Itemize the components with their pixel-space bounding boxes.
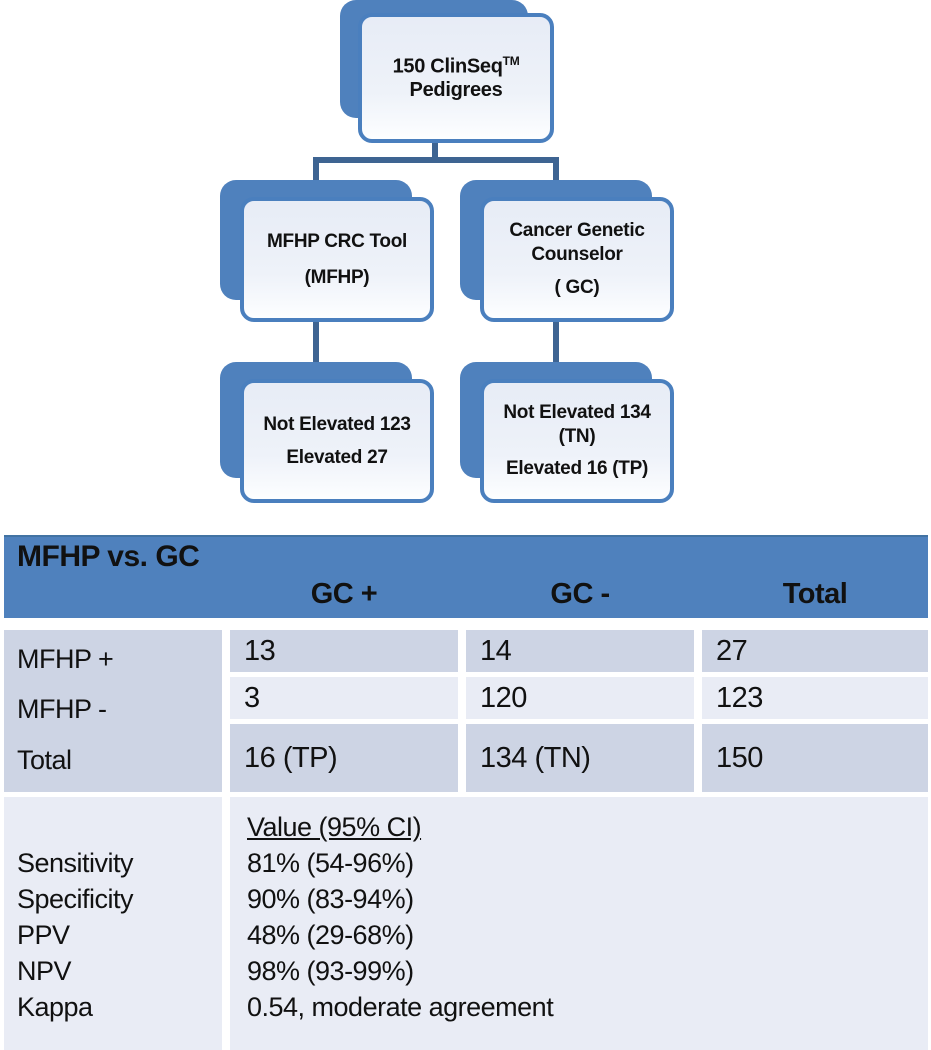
gc-node: Cancer Genetic Counselor ( GC)	[480, 197, 674, 322]
row-label-mfhp-plus: MFHP +	[17, 644, 114, 674]
root-node: 150 ClinSeqTM Pedigrees	[358, 13, 554, 143]
connector-root-stem	[432, 142, 438, 162]
gc-result-node: Not Elevated 134 (TN) Elevated 16 (TP)	[480, 379, 674, 503]
row-label-total: Total	[17, 745, 72, 775]
column-header-total: Total	[782, 578, 848, 610]
table-header-band: MFHP vs. GC	[4, 535, 928, 618]
trademark-superscript: TM	[502, 54, 520, 69]
cell-total-gc-plus: 16 (TP)	[230, 724, 458, 792]
stats-value-header: Value (95% CI)	[247, 812, 422, 842]
stat-label-ppv: PPV	[17, 920, 70, 950]
stat-value-specificity: 90% (83-94%)	[247, 884, 414, 914]
stat-label-specificity: Specificity	[17, 884, 134, 914]
cell-total-total: 150	[702, 724, 928, 792]
stats-label-column: Sensitivity Specificity PPV NPV Kappa	[4, 797, 222, 1050]
cell-mfhp-minus-total: 123	[702, 677, 928, 719]
cell-total-gc-minus: 134 (TN)	[466, 724, 694, 792]
stat-label-sensitivity: Sensitivity	[17, 848, 134, 878]
connector-gc-to-result	[553, 318, 559, 382]
table-title: MFHP vs. GC	[17, 540, 200, 573]
connector-horizontal-bar	[313, 157, 559, 163]
row-label-column: MFHP + MFHP - Total	[4, 630, 222, 792]
gc-node-line1: Cancer Genetic Counselor	[509, 220, 645, 266]
column-header-gc-plus: GC +	[310, 578, 378, 610]
mfhp-result-line1: Not Elevated 123	[263, 413, 411, 435]
mfhp-result-line2: Elevated 27	[286, 446, 388, 468]
gc-result-line1: Not Elevated 134 (TN)	[503, 401, 651, 447]
cell-mfhp-plus-gc-minus: 14	[466, 630, 694, 672]
mfhp-node-line1: MFHP CRC Tool	[267, 230, 407, 252]
cell-mfhp-plus-total: 27	[702, 630, 928, 672]
stat-label-npv: NPV	[17, 956, 72, 986]
column-header-gc-minus: GC -	[550, 578, 610, 610]
root-node-label: 150 ClinSeqTM Pedigrees	[392, 54, 520, 101]
cell-mfhp-minus-gc-minus: 120	[466, 677, 694, 719]
connector-drop-mfhp	[313, 157, 319, 199]
stat-value-sensitivity: 81% (54-96%)	[247, 848, 414, 878]
connector-mfhp-to-result	[313, 318, 319, 382]
mfhp-result-node: Not Elevated 123 Elevated 27	[240, 379, 434, 503]
cell-mfhp-minus-gc-plus: 3	[230, 677, 458, 719]
stat-value-npv: 98% (93-99%)	[247, 956, 414, 986]
stat-value-ppv: 48% (29-68%)	[247, 920, 414, 950]
gc-node-line2: ( GC)	[554, 276, 600, 298]
stat-label-kappa: Kappa	[17, 992, 93, 1022]
row-label-mfhp-minus: MFHP -	[17, 694, 107, 724]
connector-drop-gc	[553, 157, 559, 199]
stats-value-column: Value (95% CI) 81% (54-96%) 90% (83-94%)…	[230, 797, 928, 1050]
gc-result-line2: Elevated 16 (TP)	[506, 458, 648, 480]
cell-mfhp-plus-gc-plus: 13	[230, 630, 458, 672]
stat-value-kappa: 0.54, moderate agreement	[247, 992, 554, 1022]
mfhp-node: MFHP CRC Tool (MFHP)	[240, 197, 434, 322]
mfhp-node-line2: (MFHP)	[304, 266, 370, 288]
